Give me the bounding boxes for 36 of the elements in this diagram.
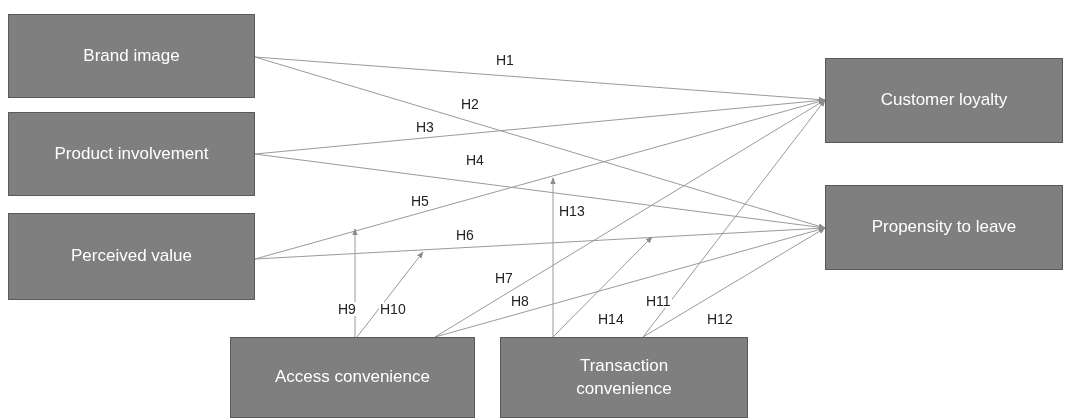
box-label: Brand image: [83, 44, 180, 67]
concept-box: [8, 213, 255, 300]
arrow: [642, 227, 826, 338]
arrow: [550, 177, 556, 338]
arrow: [254, 153, 826, 230]
box-label: Propensity to leave: [871, 216, 1017, 239]
arrow: [356, 251, 424, 338]
arrow: [352, 228, 358, 338]
edge-label: H5: [410, 194, 430, 208]
arrow: [552, 236, 653, 338]
concept-box: [8, 14, 255, 98]
box-label: Customer loyalty: [880, 89, 1008, 112]
edge-label: H7: [494, 271, 514, 285]
concept-box: [8, 112, 255, 196]
box-label: Product involvement: [54, 142, 209, 165]
edge-label: H3: [415, 120, 435, 134]
arrow: [642, 99, 826, 338]
edge-label: H2: [460, 97, 480, 111]
edge-label: H6: [455, 228, 475, 242]
concept-box: [825, 58, 1063, 143]
edge-label: H9: [337, 302, 357, 316]
concept-box: [825, 185, 1063, 270]
box-label: Access convenience: [275, 366, 430, 389]
edge-label: H11: [645, 294, 672, 308]
edge-label: H4: [465, 153, 485, 167]
edge-label: H13: [558, 204, 586, 218]
edge-label: H12: [706, 312, 734, 326]
edge-label: H8: [510, 294, 530, 308]
edge-label: H1: [495, 53, 515, 67]
edge-label: H10: [379, 302, 407, 316]
box-label: Transaction convenience: [575, 354, 673, 400]
arrow: [254, 56, 826, 229]
box-label: Perceived value: [71, 245, 192, 268]
edge-label: H14: [597, 312, 625, 326]
concept-box: [230, 337, 475, 418]
concept-box: [500, 337, 748, 418]
